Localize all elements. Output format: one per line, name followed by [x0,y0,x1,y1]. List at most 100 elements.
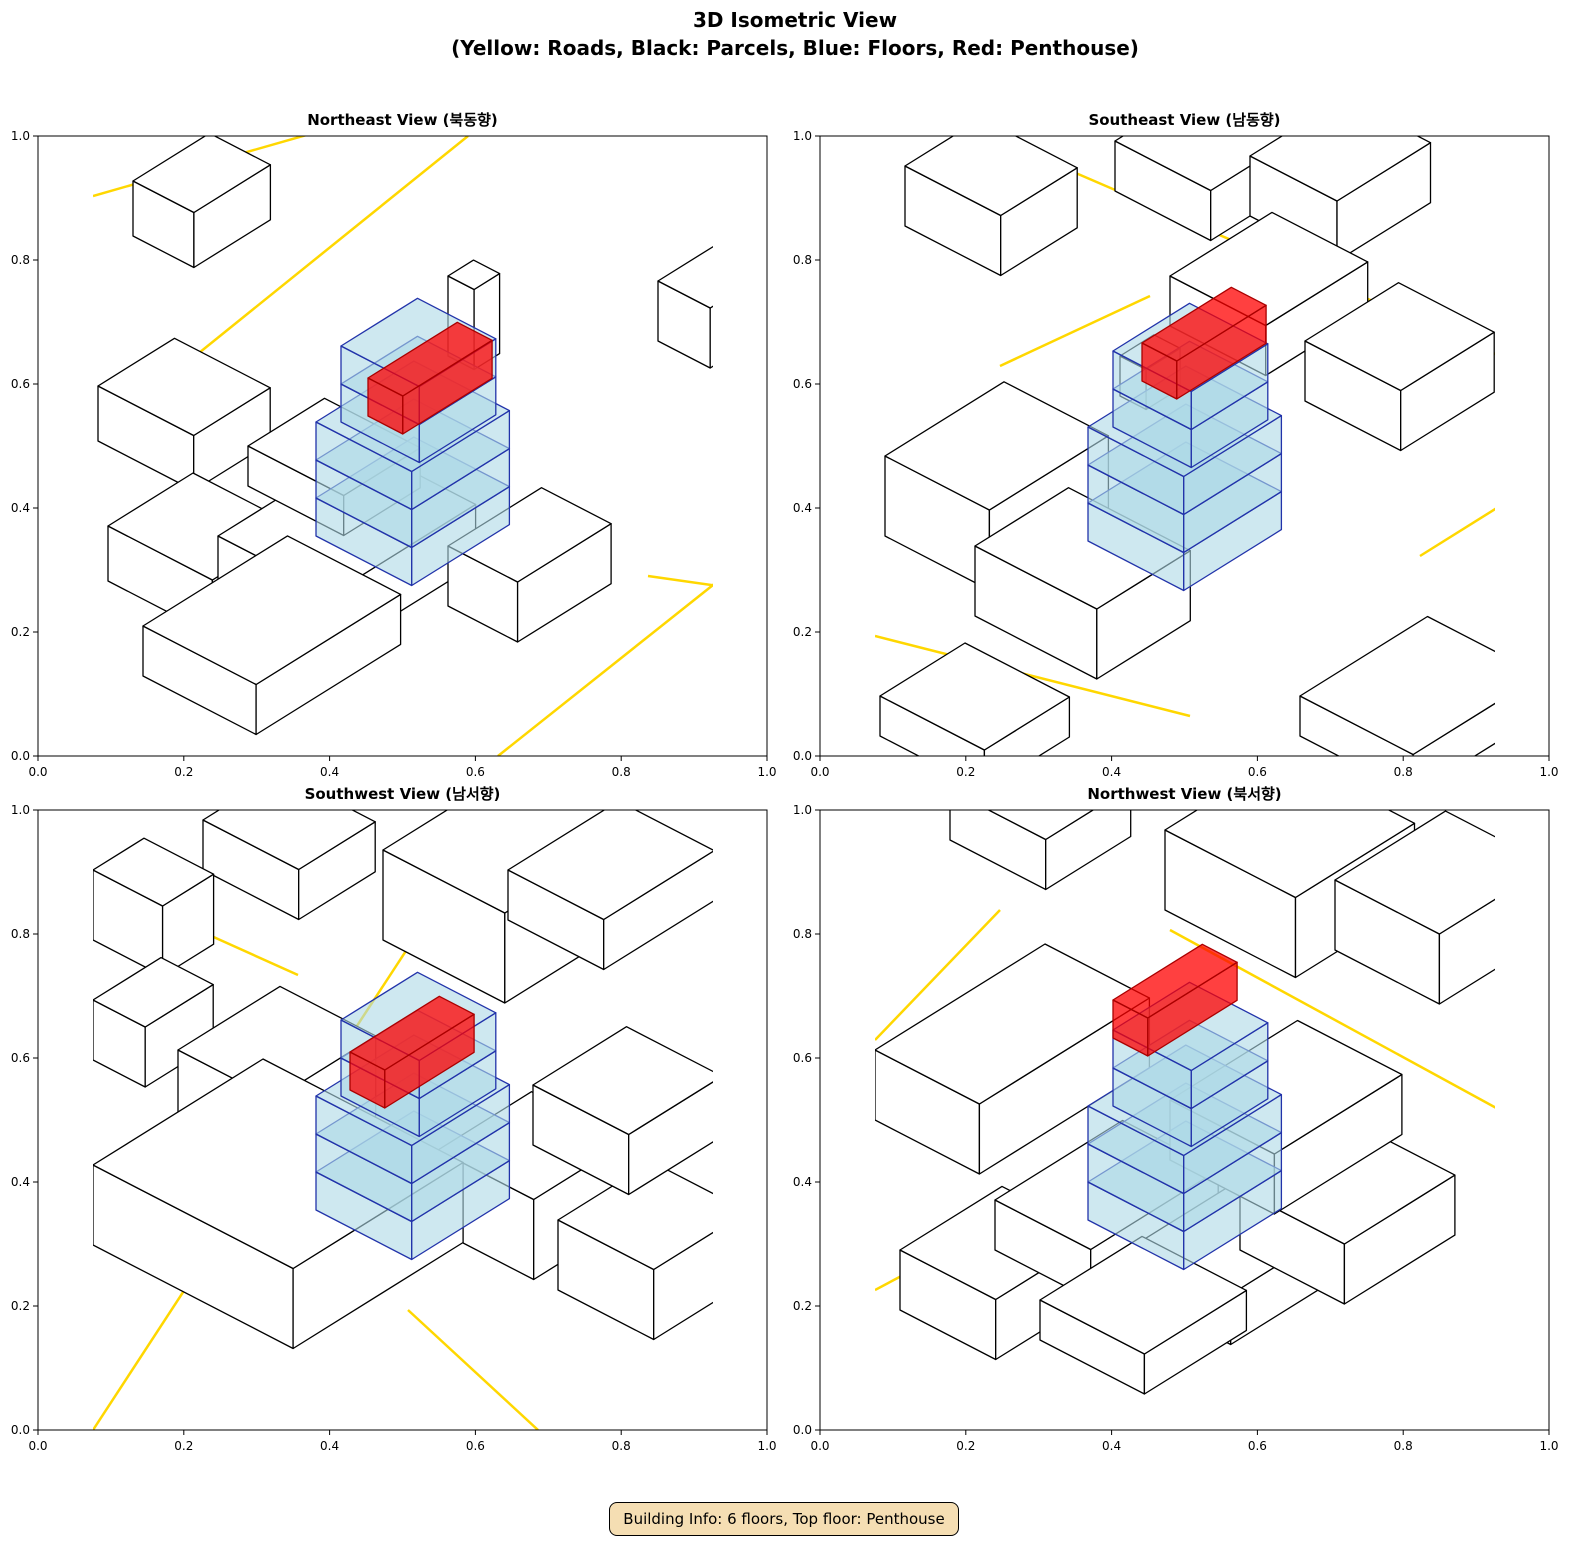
parcel-building [879,642,1071,756]
parcel-building-top-face [132,136,272,214]
panel-title: Southwest View (남서향) [304,785,501,803]
x-tick-label: 0.0 [28,765,47,779]
parcel-building [93,837,215,977]
y-tick-label: 0.0 [793,749,812,763]
y-tick-label: 1.0 [11,129,30,143]
road-line [875,909,1001,1041]
figure-subtitle: (Yellow: Roads, Black: Parcels, Blue: Fl… [451,36,1139,60]
parcel-building-side-face [628,1081,713,1196]
building-info-box: Building Info: 6 floors, Top floor: Pent… [609,1502,959,1536]
parcel-building-top-face [1164,810,1416,899]
scene [93,810,713,1430]
parcel-building [1039,1235,1248,1395]
y-tick-label: 0.6 [793,377,812,391]
y-tick-label: 1.0 [793,129,812,143]
parcel-building [532,1026,713,1196]
y-tick-label: 0.6 [11,1051,30,1065]
parcel-building-side-face [653,1231,713,1341]
axes-frame [37,809,768,1431]
parcel-building [657,245,713,369]
parcel-building-top-face [532,1026,713,1136]
x-tick-label: 1.0 [757,765,776,779]
y-tick-label: 1.0 [793,803,812,817]
parcel-building-side-face [1045,810,1132,891]
parcel-building [557,1161,713,1341]
scene [93,136,713,756]
parcel-building-top-face [987,810,1095,841]
penthouse-top-face [1112,943,1238,1019]
y-tick-label: 0.4 [11,501,30,515]
parcel-building [1334,810,1495,1005]
parcel-building [1304,282,1495,452]
y-tick-label: 0.8 [793,253,812,267]
y-tick-label: 0.8 [11,927,30,941]
x-tick-label: 0.4 [320,765,339,779]
panel-title: Northwest View (북서향) [1087,785,1282,803]
parcel-building [507,810,713,971]
parcel-building [93,956,214,1088]
x-tick-label: 0.4 [320,1439,339,1453]
x-tick-label: 0.4 [1102,765,1121,779]
x-tick-label: 0.0 [810,765,829,779]
x-tick-label: 0.6 [466,1439,485,1453]
y-tick-label: 0.4 [793,1175,812,1189]
panel-northwest: Northwest View (북서향) 0.0 0.2 0.4 0.6 0.8 1.0 0… [793,785,1559,1453]
parcel-building-side-face [603,850,713,971]
y-tick-label: 0.8 [11,253,30,267]
x-tick-label: 0.2 [174,1439,193,1453]
parcel-building-top-face [93,837,215,907]
parcel-building-top-face [93,956,214,1028]
y-tick-label: 0.0 [11,749,30,763]
road-line [197,928,299,977]
parcel-building [132,136,272,269]
y-tick-label: 0.0 [11,1423,30,1437]
axes-frame [819,135,1550,757]
parcel-building [1299,615,1495,756]
parcel-building [904,136,1078,277]
parcel-building [97,337,271,492]
y-tick-label: 0.8 [793,927,812,941]
x-tick-label: 0.2 [956,765,975,779]
parcel-building [875,943,1151,1175]
parcel-building [949,810,1132,891]
parcel-building [447,487,612,643]
x-tick-label: 0.4 [1102,1439,1121,1453]
y-tick-label: 0.2 [11,1299,30,1313]
y-tick-label: 0.2 [793,1299,812,1313]
penthouse [349,995,475,1109]
x-tick-label: 0.2 [956,1439,975,1453]
axes-frame [37,135,768,757]
parcel-building-top-face [657,245,713,309]
penthouse [1112,943,1238,1057]
x-tick-label: 0.8 [1394,765,1413,779]
penthouse-top-face [349,995,475,1071]
parcel-building-top-face [507,810,713,921]
penthouse [1141,286,1267,400]
y-tick-label: 0.4 [793,501,812,515]
parcel-building-top-face [142,535,402,686]
x-tick-label: 1.0 [1539,1439,1558,1453]
axes-frame [819,809,1550,1431]
y-tick-label: 0.0 [793,1423,812,1437]
figure-title: 3D Isometric View [692,8,898,32]
parcel-building [142,535,402,736]
parcel-building-top-face [1039,1235,1248,1355]
penthouse [367,321,493,435]
y-tick-label: 0.6 [793,1051,812,1065]
parcel-building-top-face [904,136,1078,217]
parcel-building [974,487,1191,680]
y-tick-label: 0.2 [793,625,812,639]
road-line [407,1309,539,1430]
x-tick-label: 0.6 [1248,765,1267,779]
x-tick-label: 0.8 [1394,1439,1413,1453]
scene [875,136,1495,756]
